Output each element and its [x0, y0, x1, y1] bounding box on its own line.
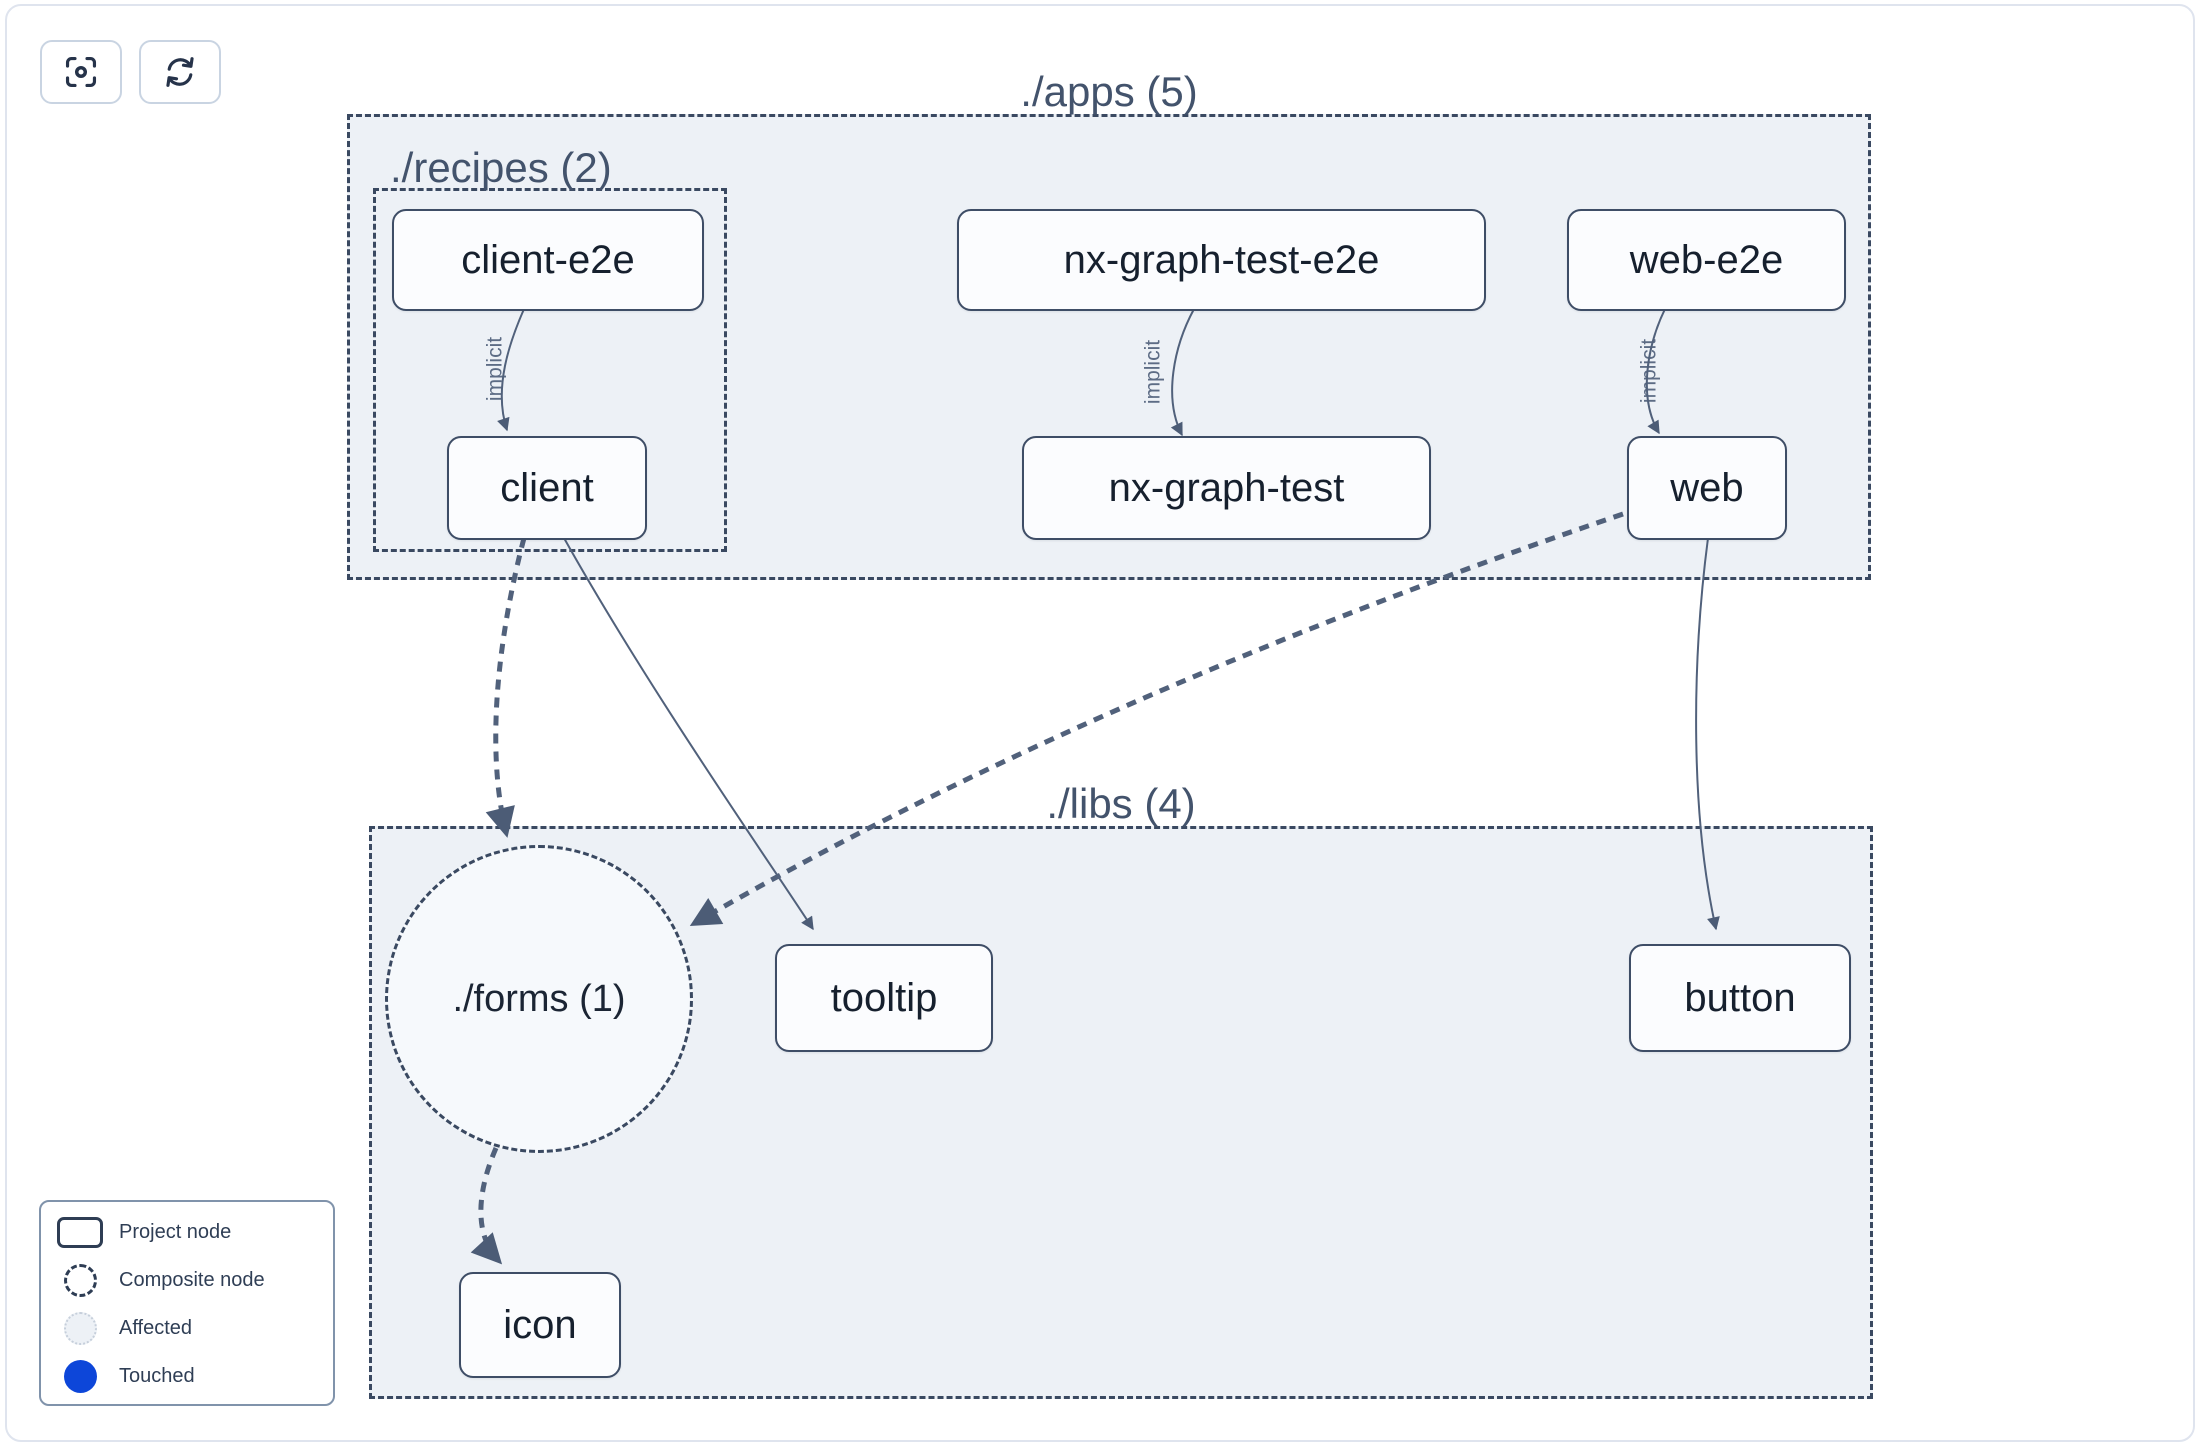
legend-label-touched: Touched [119, 1364, 195, 1387]
refresh-button[interactable] [139, 40, 221, 104]
group-libs-label: ./libs (4) [1046, 780, 1196, 827]
node-nx-graph-test-label: nx-graph-test [1108, 465, 1345, 510]
node-client-e2e-label: client-e2e [461, 237, 635, 282]
refresh-cycle-icon [166, 57, 194, 87]
node-tooltip[interactable]: tooltip [775, 944, 993, 1052]
touched-swatch [63, 1359, 97, 1393]
legend-item-touched: Touched [41, 1352, 333, 1400]
node-nx-graph-test[interactable]: nx-graph-test [1022, 436, 1431, 540]
node-button-label: button [1684, 975, 1796, 1020]
focus-button[interactable] [40, 40, 122, 104]
node-nx-graph-test-e2e[interactable]: nx-graph-test-e2e [957, 209, 1486, 311]
node-web[interactable]: web [1627, 436, 1787, 540]
composite-node-forms-label: ./forms (1) [452, 977, 626, 1020]
node-client[interactable]: client [447, 436, 647, 540]
node-button[interactable]: button [1629, 944, 1851, 1052]
composite-node-forms[interactable]: ./forms (1) [385, 845, 693, 1153]
legend-label-affected: Affected [119, 1316, 193, 1339]
focus-crosshair-icon [65, 56, 97, 88]
group-recipes: ./recipes (2) [373, 147, 727, 552]
legend-item-affected: Affected [41, 1304, 333, 1352]
group-recipes-label: ./recipes (2) [390, 144, 612, 191]
node-tooltip-label: tooltip [830, 975, 938, 1020]
node-web-label: web [1670, 465, 1744, 510]
composite-node-swatch [63, 1263, 97, 1297]
legend-label-composite-node: Composite node [119, 1268, 265, 1291]
graph-canvas: ./apps (5) ./recipes (2) ./libs (4) impl… [5, 4, 2195, 1442]
node-nx-graph-test-e2e-label: nx-graph-test-e2e [1063, 237, 1380, 282]
node-icon-label: icon [503, 1302, 577, 1347]
legend-item-composite-node: Composite node [41, 1256, 333, 1304]
group-apps-label: ./apps (5) [1020, 68, 1198, 115]
node-web-e2e[interactable]: web-e2e [1567, 209, 1846, 311]
node-web-e2e-label: web-e2e [1629, 237, 1784, 282]
node-client-label: client [500, 465, 594, 510]
node-client-e2e[interactable]: client-e2e [392, 209, 704, 311]
legend-item-project-node: Project node [41, 1208, 333, 1256]
affected-swatch [63, 1311, 97, 1345]
legend-label-project-node: Project node [119, 1220, 232, 1243]
legend: Project node Composite node Affected Tou… [39, 1200, 335, 1406]
project-node-swatch [57, 1216, 103, 1248]
node-icon[interactable]: icon [459, 1272, 621, 1378]
